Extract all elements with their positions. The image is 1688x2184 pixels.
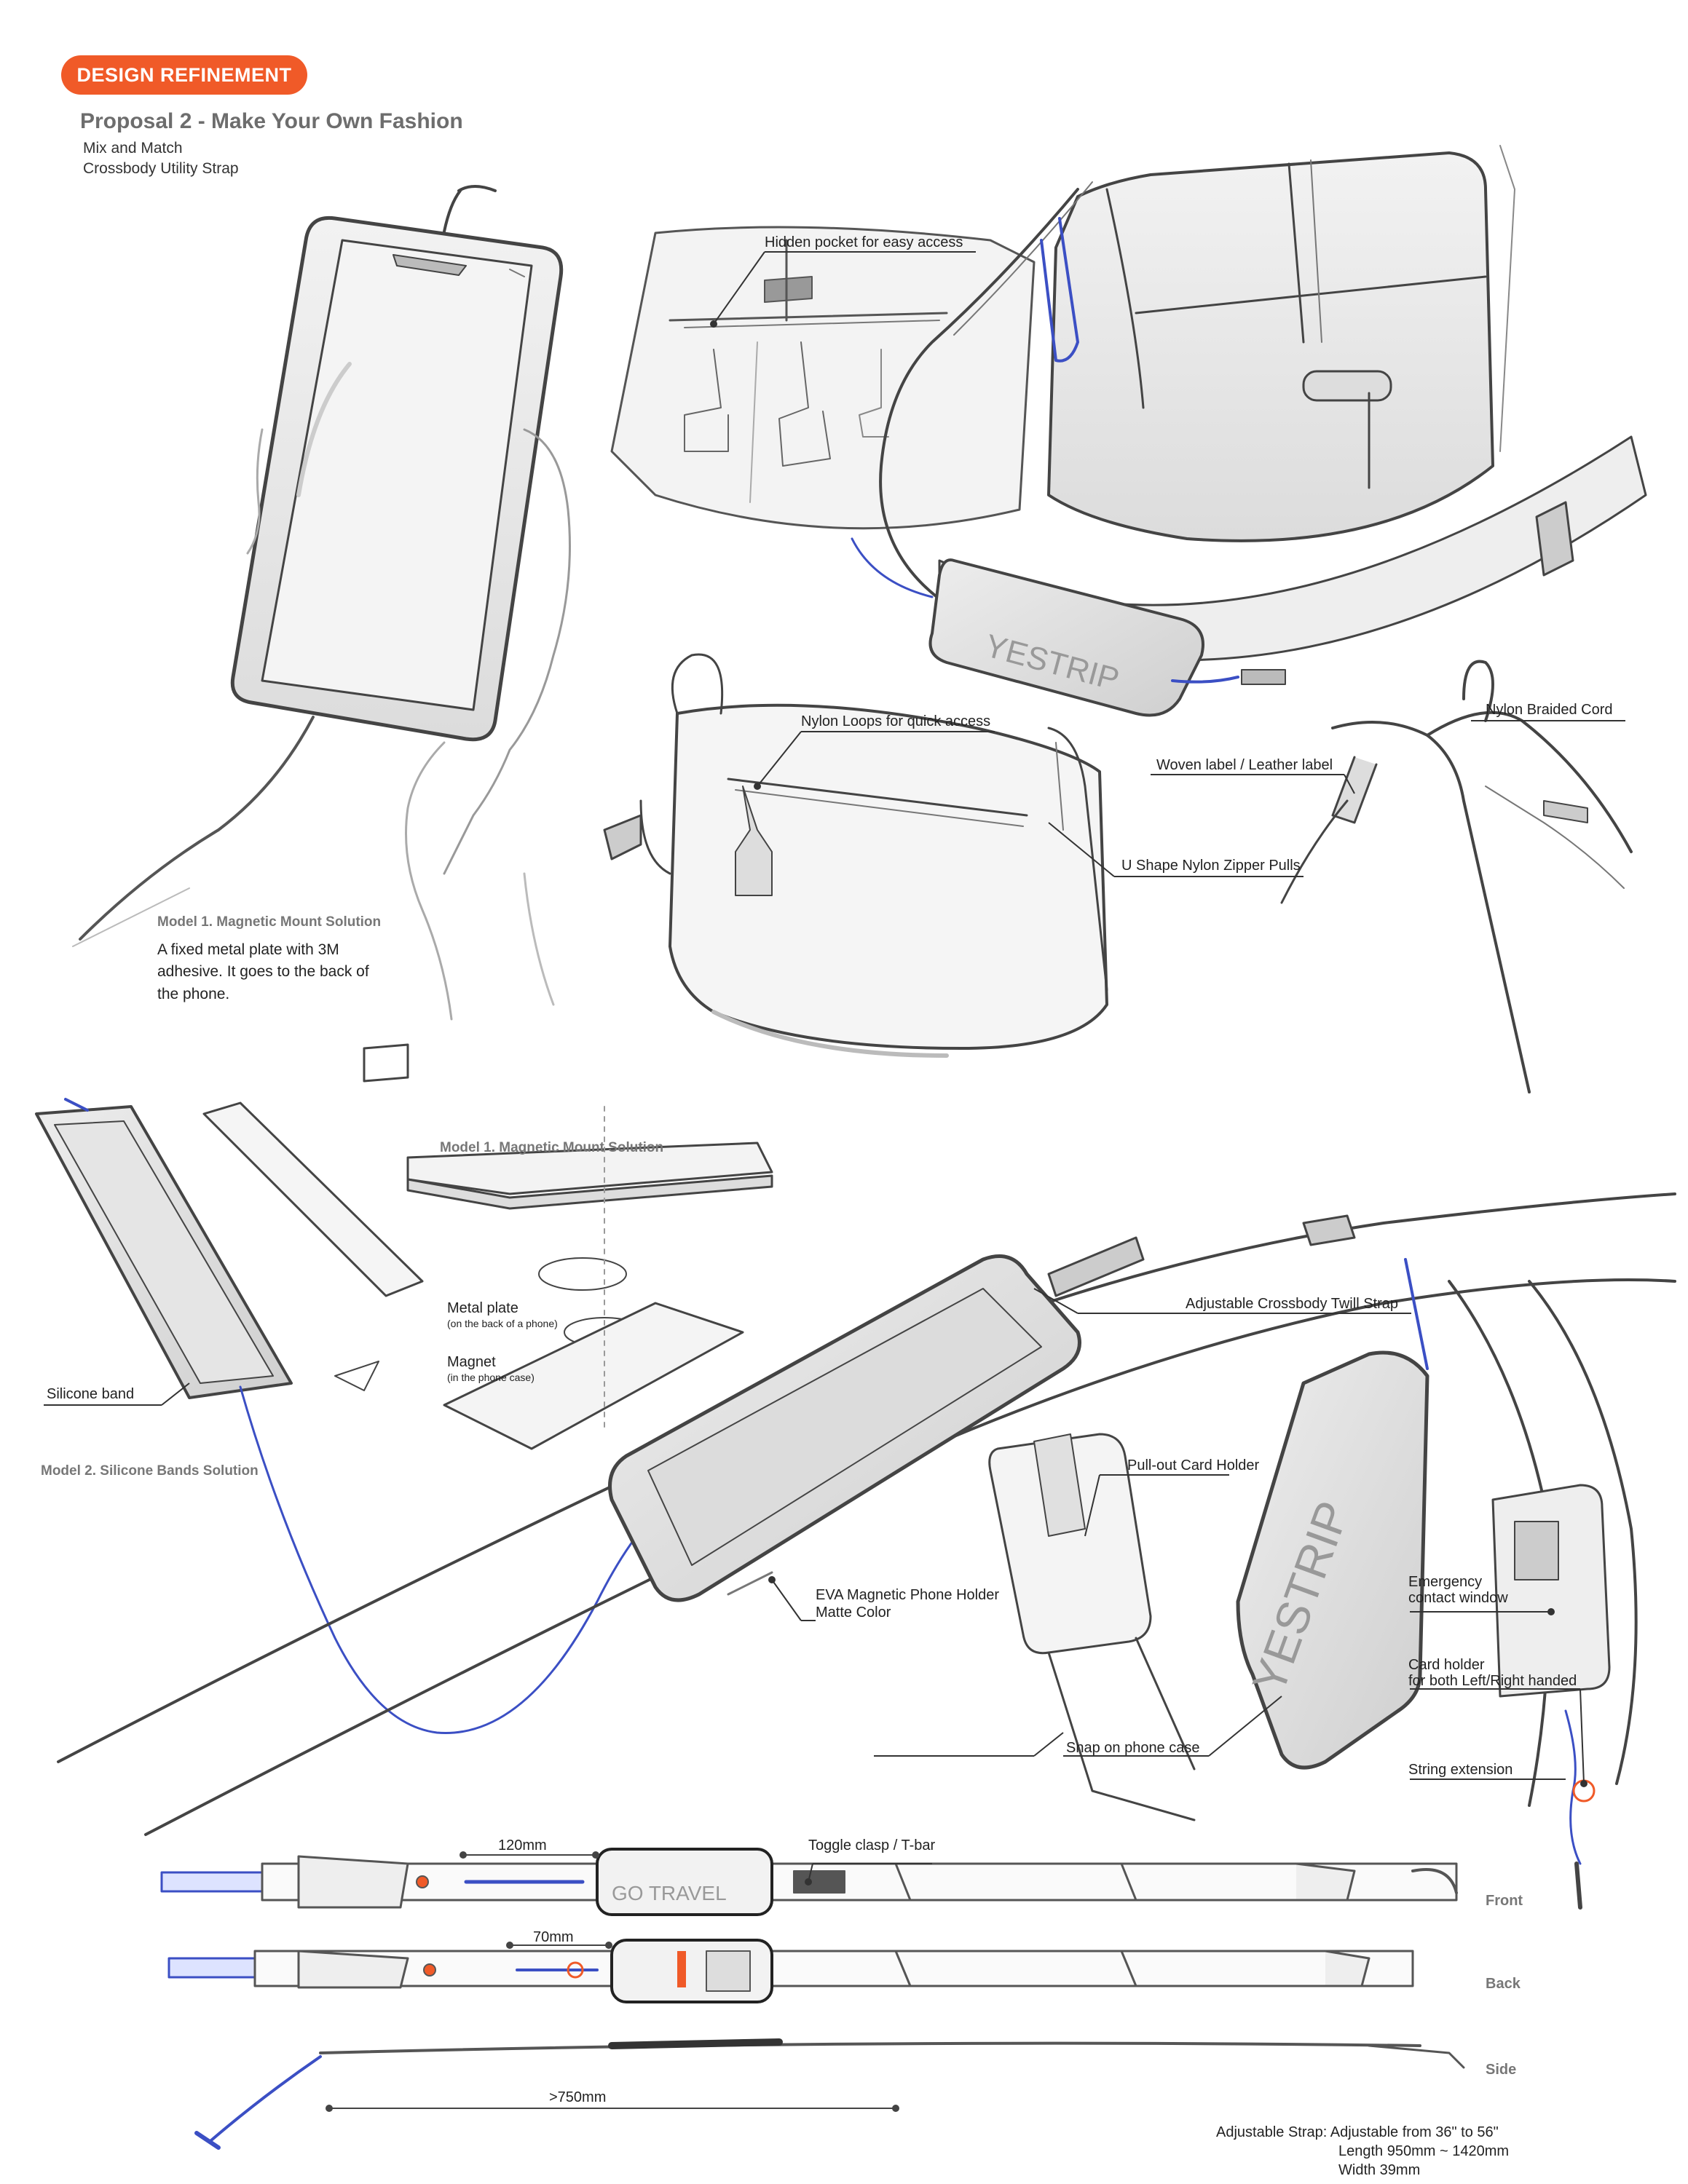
bag-hidden-pocket-sketch bbox=[610, 226, 1036, 530]
phone-in-hand-sketch bbox=[72, 185, 571, 1021]
bag-main-sketch: YESTRIP bbox=[851, 145, 1647, 717]
subtitle-crossbody: Crossbody Utility Strap bbox=[83, 160, 239, 177]
label-nylon-loops: Nylon Loops for quick access bbox=[801, 713, 991, 729]
dim-750mm: >750mm bbox=[549, 2089, 607, 2105]
label-u-shape-pulls: U Shape Nylon Zipper Pulls bbox=[1121, 858, 1301, 874]
label-silicone-band: Silicone band bbox=[47, 1386, 135, 1402]
spec-length: Length 950mm ~ 1420mm bbox=[1338, 2143, 1510, 2159]
label-string-extension: String extension bbox=[1408, 1762, 1513, 1778]
label-card-holder: Card holder bbox=[1408, 1657, 1485, 1673]
label-toggle-clasp: Toggle clasp / T-bar bbox=[808, 1837, 936, 1853]
card-holder-sketch bbox=[988, 1433, 1196, 1821]
bag-nylon-loops-sketch bbox=[603, 653, 1108, 1058]
heading-model1-exploded: Model 1. Magnetic Mount Solution bbox=[440, 1140, 664, 1155]
dim-70mm: 70mm bbox=[533, 1929, 574, 1945]
label-card-holder-hand: for both Left/Right handed bbox=[1408, 1673, 1577, 1689]
label-magnet: Magnet bbox=[447, 1354, 496, 1370]
exploded-magnetic-mount-sketch bbox=[202, 1043, 773, 1450]
callout-leaders bbox=[44, 251, 1625, 1886]
label-hidden-pocket: Hidden pocket for easy access bbox=[765, 234, 963, 250]
dim-120mm: 120mm bbox=[498, 1837, 547, 1853]
section-badge: DESIGN REFINEMENT bbox=[61, 55, 307, 95]
label-snap-case: Snap on phone case bbox=[1066, 1740, 1200, 1756]
label-adjustable-twill: Adjustable Crossbody Twill Strap bbox=[1186, 1296, 1398, 1312]
strap-back-view bbox=[167, 1939, 1414, 2003]
page-title: Proposal 2 - Make Your Own Fashion bbox=[80, 109, 463, 133]
view-label-side: Side bbox=[1486, 2062, 1517, 2078]
label-magnet-note: (in the phone case) bbox=[447, 1372, 535, 1383]
label-nylon-braided-cord: Nylon Braided Cord bbox=[1486, 702, 1613, 718]
label-eva-matte: Matte Color bbox=[816, 1605, 891, 1621]
strap-closeup-sketch bbox=[1280, 660, 1633, 1093]
subtitle-mix-match: Mix and Match bbox=[83, 140, 183, 157]
label-emergency: Emergency bbox=[1408, 1574, 1483, 1590]
silicone-band-phone-sketch bbox=[35, 1098, 657, 1734]
view-label-back: Back bbox=[1486, 1976, 1521, 1992]
spec-width: Width 39mm bbox=[1338, 2162, 1421, 2178]
label-pull-out-card: Pull-out Card Holder bbox=[1127, 1457, 1260, 1473]
strap-eva-holder-sketch bbox=[57, 1192, 1676, 1836]
label-woven-label: Woven label / Leather label bbox=[1156, 757, 1333, 773]
heading-model2: Model 2. Silicone Bands Solution bbox=[41, 1463, 259, 1479]
view-label-front: Front bbox=[1486, 1893, 1523, 1909]
heading-model1: Model 1. Magnetic Mount Solution bbox=[157, 914, 382, 930]
label-metal-plate-note: (on the back of a phone) bbox=[447, 1318, 558, 1329]
snap-phone-case-sketch: YESTRIP bbox=[1236, 1258, 1638, 1910]
strap-front-view: GO TRAVEL bbox=[160, 1848, 1458, 1916]
strap-side-view bbox=[194, 2038, 1465, 2150]
spec-adjustable: Adjustable Strap: Adjustable from 36" to… bbox=[1216, 2124, 1499, 2140]
label-contact-window: contact window bbox=[1408, 1590, 1508, 1606]
strap-logo-front: GO TRAVEL bbox=[612, 1882, 727, 1904]
dimension-lines bbox=[326, 1851, 899, 2112]
model1-description: A fixed metal plate with 3M adhesive. It… bbox=[157, 941, 369, 1002]
label-metal-plate: Metal plate bbox=[447, 1300, 518, 1316]
label-eva-holder: EVA Magnetic Phone Holder bbox=[816, 1587, 1000, 1603]
